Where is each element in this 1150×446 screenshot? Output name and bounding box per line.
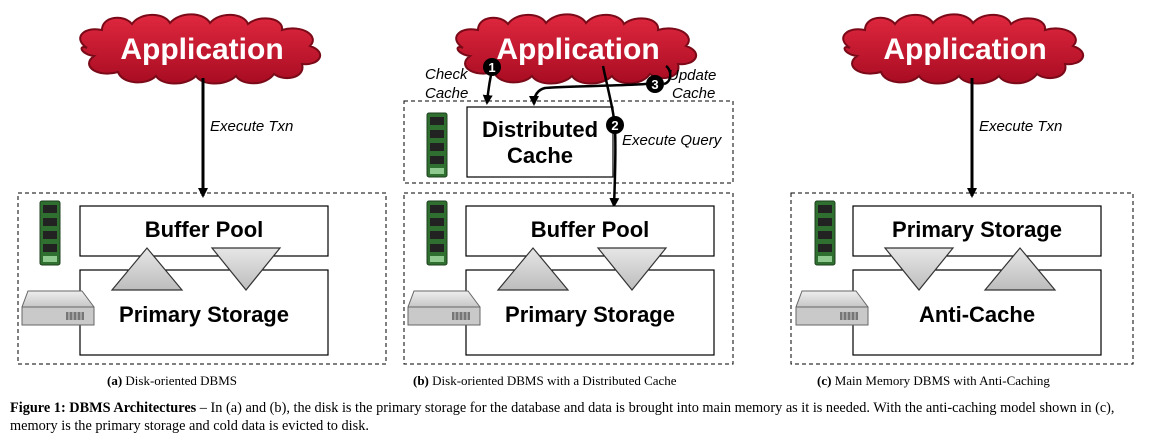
subcaption-a-text: Disk-oriented DBMS <box>125 373 238 388</box>
dbms-boundary-a <box>17 192 387 365</box>
subcaption-a-tag: (a) <box>107 373 123 388</box>
evict-down-arrow-c <box>883 247 955 291</box>
panel-b: Application Distributed Cache 1 Check Ca… <box>403 13 734 365</box>
ram-icon-a <box>39 200 61 266</box>
primary-storage-label-c: Primary Storage <box>892 217 1062 242</box>
application-label-c: Application <box>883 33 1046 66</box>
distributed-cache-box-b <box>466 106 614 178</box>
figure-caption-label: Figure 1: DBMS Architectures <box>10 400 197 416</box>
cache-label-1: Cache <box>425 85 468 102</box>
buffer-pool-box-a <box>79 205 329 257</box>
panel-c: Application Execute Txn Primary Storage … <box>790 13 1134 365</box>
subcaption-c-tag: (c) <box>817 373 832 388</box>
execute-query-label: Execute Query <box>622 132 723 149</box>
distributed-cache-label-line2: Cache <box>507 143 573 168</box>
panel-a: Application Execute Txn Buffer Pool Prim… <box>17 13 387 365</box>
application-label-b: Application <box>496 33 659 66</box>
load-up-arrow-a <box>110 247 184 291</box>
svg-text:2: 2 <box>611 118 618 133</box>
svg-text:1: 1 <box>488 60 495 75</box>
disk-icon-c <box>795 290 869 326</box>
subcaption-a: (a) Disk-oriented DBMS <box>107 373 237 389</box>
distributed-cache-label-line1: Distributed <box>482 117 598 142</box>
evict-down-arrow-a <box>210 247 282 291</box>
dbms-boundary-b <box>403 192 734 365</box>
application-label-a: Application <box>120 33 283 66</box>
load-up-arrow-b <box>496 247 570 291</box>
check-label: Check <box>425 66 469 83</box>
subcaption-b-text: Disk-oriented DBMS with a Distributed Ca… <box>432 373 677 388</box>
anti-cache-label-c: Anti-Cache <box>919 302 1035 327</box>
execute-txn-label-a: Execute Txn <box>210 118 293 135</box>
dbms-boundary-c <box>790 192 1134 365</box>
update-cache-arrow-b <box>529 81 656 106</box>
disk-icon-b <box>407 290 481 326</box>
evict-down-arrow-b <box>596 247 668 291</box>
subcaption-c-text: Main Memory DBMS with Anti-Caching <box>834 373 1050 388</box>
figure-caption-text: – In (a) and (b), the disk is the primar… <box>10 400 1115 434</box>
svg-text:3: 3 <box>651 77 658 92</box>
step-3-badge: 3 <box>646 75 664 93</box>
buffer-pool-label-b: Buffer Pool <box>531 217 650 242</box>
ram-icon-b <box>426 200 448 266</box>
ram-icon-c <box>814 200 836 266</box>
figure-caption: Figure 1: DBMS Architectures – In (a) an… <box>10 399 1135 435</box>
fetch-up-arrow-c <box>983 247 1057 291</box>
step-2-badge: 2 <box>606 116 624 134</box>
execute-txn-label-c: Execute Txn <box>979 118 1062 135</box>
primary-storage-label-a: Primary Storage <box>119 302 289 327</box>
application-cloud-b: Application <box>455 13 698 85</box>
anti-cache-box-c <box>852 269 1102 356</box>
architecture-diagram: Application Execute Txn Buffer Pool Prim… <box>17 13 1134 365</box>
update-label: Update <box>668 67 716 84</box>
subcaption-b: (b) Disk-oriented DBMS with a Distribute… <box>413 373 677 389</box>
ram-icon-cache-b <box>426 112 448 178</box>
subcaption-b-tag: (b) <box>413 373 429 388</box>
cache-label-3: Cache <box>672 85 715 102</box>
buffer-pool-label-a: Buffer Pool <box>145 217 264 242</box>
application-cloud-c: Application <box>842 13 1085 85</box>
primary-storage-label-b: Primary Storage <box>505 302 675 327</box>
subcaption-c: (c) Main Memory DBMS with Anti-Caching <box>817 373 1050 389</box>
disk-icon-a <box>21 290 95 326</box>
buffer-pool-box-b <box>465 205 715 257</box>
step-1-badge: 1 <box>483 58 501 76</box>
application-cloud-a: Application <box>79 13 322 85</box>
cache-boundary-b <box>403 100 734 184</box>
